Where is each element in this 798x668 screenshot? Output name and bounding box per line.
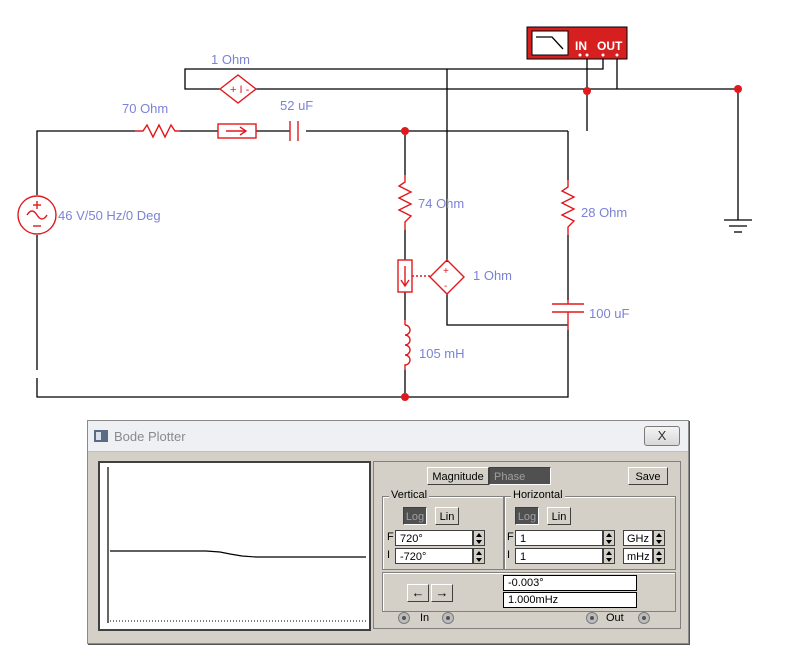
- current-sense-top[interactable]: [217, 123, 257, 139]
- horizontal-f-label: F: [507, 531, 514, 543]
- magnitude-button[interactable]: Magnitude: [427, 467, 489, 485]
- vertical-final-spinner[interactable]: [473, 530, 485, 546]
- out-terminal-minus[interactable]: [638, 612, 650, 624]
- label-c52: 52 uF: [280, 98, 313, 113]
- readout-group: ← → -0.003° 1.000mHz: [382, 572, 676, 612]
- phase-readout: -0.003°: [503, 575, 637, 591]
- cursor-left-button[interactable]: ←: [407, 584, 429, 602]
- vertical-i-label: I: [387, 549, 391, 561]
- label-l105: 105 mH: [419, 346, 465, 361]
- vertical-initial-input[interactable]: -720°: [395, 548, 473, 564]
- horizontal-initial-spinner[interactable]: [603, 548, 615, 564]
- plot-screen[interactable]: [98, 461, 371, 631]
- right-arrow-icon: →: [435, 585, 449, 600]
- out-terminal-plus[interactable]: [586, 612, 598, 624]
- horizontal-final-unit-spinner[interactable]: [653, 530, 665, 546]
- horizontal-final-spinner[interactable]: [603, 530, 615, 546]
- capacitor-100uf[interactable]: [552, 300, 584, 330]
- title-bar[interactable]: Bode Plotter X: [88, 421, 688, 452]
- horizontal-title: Horizontal: [511, 489, 565, 501]
- phase-plot: [107, 467, 366, 623]
- horizontal-lin-button[interactable]: Lin: [547, 507, 571, 525]
- svg-text:+ I -: + I -: [230, 84, 250, 96]
- ac-voltage-source[interactable]: [17, 195, 57, 235]
- svg-text:+: +: [443, 266, 449, 277]
- frequency-readout: 1.000mHz: [503, 592, 637, 608]
- close-button[interactable]: X: [644, 426, 680, 446]
- in-terminal-label: In: [420, 612, 430, 624]
- vertical-group: Vertical Log Lin F 720° I -720°: [382, 489, 504, 570]
- vertical-final-input[interactable]: 720°: [395, 530, 473, 546]
- vertical-f-label: F: [387, 531, 394, 543]
- ccvs-mid[interactable]: + -: [429, 259, 465, 295]
- bode-plotter-window: Bode Plotter X Magnitude Phase Save Vert…: [87, 420, 689, 644]
- resistor-28-ohm[interactable]: [560, 180, 576, 235]
- close-icon: X: [657, 428, 667, 443]
- label-source: 46 V/50 Hz/0 Deg: [58, 208, 161, 223]
- horizontal-log-button[interactable]: Log: [515, 507, 539, 525]
- bode-plotter-device[interactable]: IN OUT: [526, 26, 628, 60]
- horizontal-initial-input[interactable]: 1: [515, 548, 603, 564]
- save-button[interactable]: Save: [628, 467, 668, 485]
- phase-curve: [110, 550, 366, 558]
- horizontal-initial-unit[interactable]: mHz: [623, 548, 653, 564]
- window-title: Bode Plotter: [114, 429, 186, 444]
- vertical-initial-spinner[interactable]: [473, 548, 485, 564]
- label-r74: 74 Ohm: [418, 196, 464, 211]
- left-arrow-icon: ←: [411, 585, 425, 600]
- label-ccvs-top: 1 Ohm: [211, 52, 250, 67]
- svg-text:-: -: [444, 281, 447, 292]
- horizontal-final-input[interactable]: 1: [515, 530, 603, 546]
- in-terminal-minus[interactable]: [442, 612, 454, 624]
- cursor-right-button[interactable]: →: [431, 584, 453, 602]
- horizontal-final-unit[interactable]: GHz: [623, 530, 653, 546]
- label-ccvs-mid: 1 Ohm: [473, 268, 512, 283]
- circuit-schematic: + I - + -: [17, 26, 752, 401]
- resistor-70-ohm[interactable]: [135, 123, 180, 139]
- horizontal-group: Horizontal Log Lin F 1 GHz I 1 mHz: [504, 489, 676, 570]
- control-panel: Magnitude Phase Save Vertical Log Lin F …: [373, 461, 681, 629]
- bode-app-icon: [94, 430, 108, 442]
- label-c100: 100 uF: [589, 306, 630, 321]
- phase-button[interactable]: Phase: [489, 467, 551, 485]
- plotter-out-label: OUT: [597, 39, 623, 53]
- label-r28: 28 Ohm: [581, 205, 627, 220]
- ccvs-top[interactable]: + I -: [218, 74, 258, 104]
- vertical-title: Vertical: [389, 489, 430, 501]
- vertical-lin-button[interactable]: Lin: [435, 507, 459, 525]
- current-sense-mid[interactable]: [397, 259, 413, 293]
- plotter-in-label: IN: [575, 39, 587, 53]
- horizontal-i-label: I: [507, 549, 511, 561]
- ground-symbol: [724, 219, 752, 233]
- vertical-log-button[interactable]: Log: [403, 507, 427, 525]
- resistor-74-ohm[interactable]: [397, 175, 413, 230]
- out-terminal-label: Out: [606, 612, 624, 624]
- horizontal-initial-unit-spinner[interactable]: [653, 548, 665, 564]
- junction-dots: [401, 85, 742, 401]
- capacitor-52uf[interactable]: [289, 121, 299, 141]
- in-terminal-plus[interactable]: [398, 612, 410, 624]
- inductor-105mh[interactable]: [404, 320, 411, 370]
- label-r70: 70 Ohm: [122, 101, 168, 116]
